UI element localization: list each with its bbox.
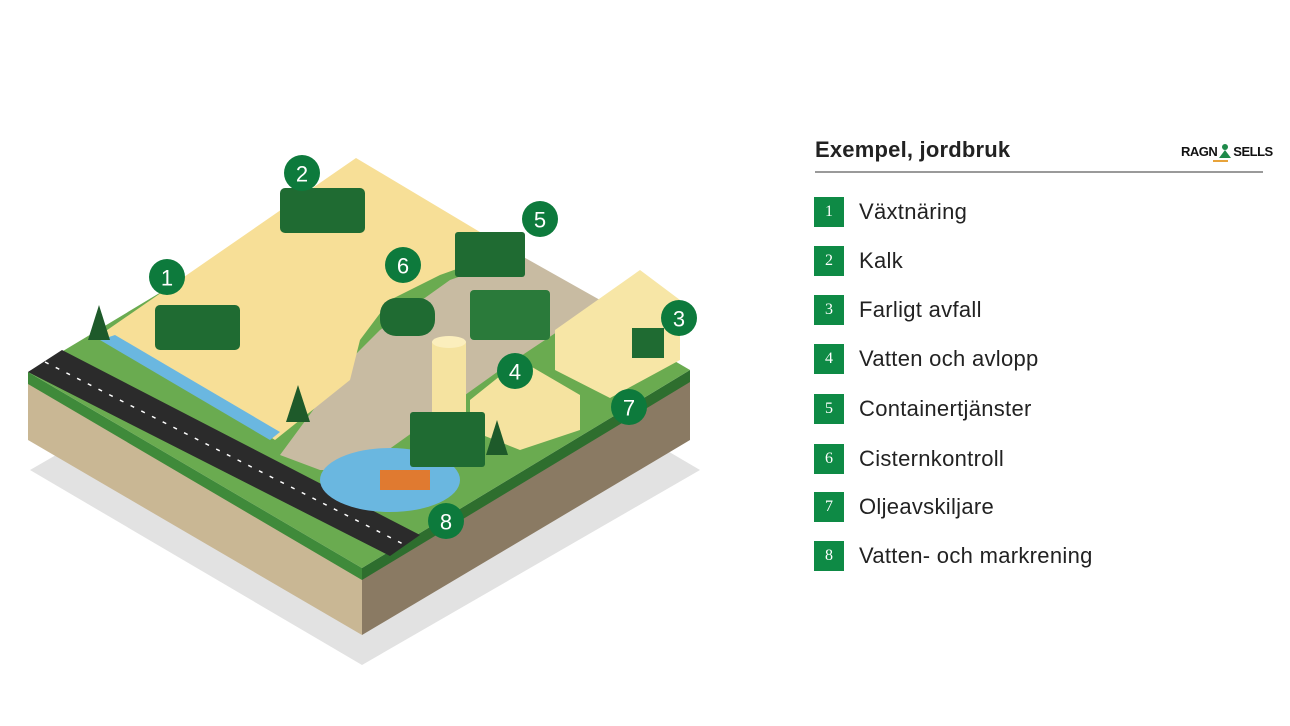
marker-4[interactable]: 4 xyxy=(497,353,533,389)
svg-text:2: 2 xyxy=(296,162,308,187)
legend-item: 3 Farligt avfall xyxy=(814,295,982,325)
marker-8[interactable]: 8 xyxy=(428,503,464,539)
logo-text-right: SELLS xyxy=(1233,143,1273,159)
logo-figure-icon xyxy=(1218,143,1232,159)
legend-number: 5 xyxy=(814,394,844,424)
container xyxy=(455,232,525,277)
svg-text:4: 4 xyxy=(509,360,521,385)
silo-top xyxy=(432,336,466,348)
legend-label: Kalk xyxy=(859,248,903,273)
marker-5[interactable]: 5 xyxy=(522,201,558,237)
marker-2[interactable]: 2 xyxy=(284,155,320,191)
block-left-side xyxy=(28,380,362,635)
legend-item: 4 Vatten och avlopp xyxy=(814,344,1039,374)
hazardous-cabinet xyxy=(632,328,664,358)
svg-text:8: 8 xyxy=(440,510,452,535)
road xyxy=(28,350,420,556)
pond-excavator xyxy=(380,470,430,490)
legend-number: 4 xyxy=(814,344,844,374)
tree xyxy=(286,385,310,422)
legend-label: Vatten och avlopp xyxy=(859,346,1039,371)
legend-item: 5 Containertjänster xyxy=(814,394,1032,424)
legend-number: 3 xyxy=(814,295,844,325)
barn xyxy=(555,270,680,398)
marker-3[interactable]: 3 xyxy=(661,300,697,336)
ragn-sells-logo: RAGN SELLS xyxy=(1181,143,1273,159)
legend-number: 8 xyxy=(814,541,844,571)
farm-illustration: 1 2 3 4 5 6 7 8 xyxy=(28,155,700,665)
legend-label: Containertjänster xyxy=(859,396,1032,421)
legend-title: Exempel, jordbruk xyxy=(815,137,1011,162)
marker-1[interactable]: 1 xyxy=(149,259,185,295)
tank xyxy=(380,298,435,336)
grass-edge-left xyxy=(28,372,362,580)
legend-number: 6 xyxy=(814,444,844,474)
legend-number: 7 xyxy=(814,492,844,522)
svg-text:5: 5 xyxy=(534,208,546,233)
legend-item: 8 Vatten- och markrening xyxy=(814,541,1093,571)
logo-underline xyxy=(1213,160,1228,162)
legend-number: 2 xyxy=(814,246,844,276)
svg-text:6: 6 xyxy=(397,254,409,279)
legend-label: Farligt avfall xyxy=(859,297,982,322)
legend-item: 6 Cisternkontroll xyxy=(814,444,1004,474)
road-center-line xyxy=(44,361,406,546)
ditch-water xyxy=(100,335,280,440)
block-right-side xyxy=(362,378,690,635)
logo-text-left: RAGN xyxy=(1181,143,1218,159)
legend-item: 2 Kalk xyxy=(814,246,903,276)
legend-label: Cisternkontroll xyxy=(859,446,1005,471)
truck xyxy=(470,290,550,340)
tree xyxy=(486,420,508,455)
legend-item: 1 Växtnäring xyxy=(814,197,967,227)
tractor-1 xyxy=(155,305,240,350)
legend-number: 1 xyxy=(814,197,844,227)
svg-text:7: 7 xyxy=(623,396,635,421)
tree xyxy=(88,305,110,340)
silo xyxy=(432,342,466,422)
svg-text:1: 1 xyxy=(161,266,173,291)
svg-text:3: 3 xyxy=(673,307,685,332)
legend-label: Oljeavskiljare xyxy=(859,494,995,519)
treatment-unit xyxy=(410,412,485,467)
tractor-2 xyxy=(280,188,365,233)
crop-field xyxy=(100,158,510,440)
legend-divider xyxy=(815,171,1263,173)
legend-label: Vatten- och markrening xyxy=(859,543,1093,568)
marker-7[interactable]: 7 xyxy=(611,389,647,425)
marker-6[interactable]: 6 xyxy=(385,247,421,283)
legend-label: Växtnäring xyxy=(859,199,968,224)
legend-item: 7 Oljeavskiljare xyxy=(814,492,994,522)
